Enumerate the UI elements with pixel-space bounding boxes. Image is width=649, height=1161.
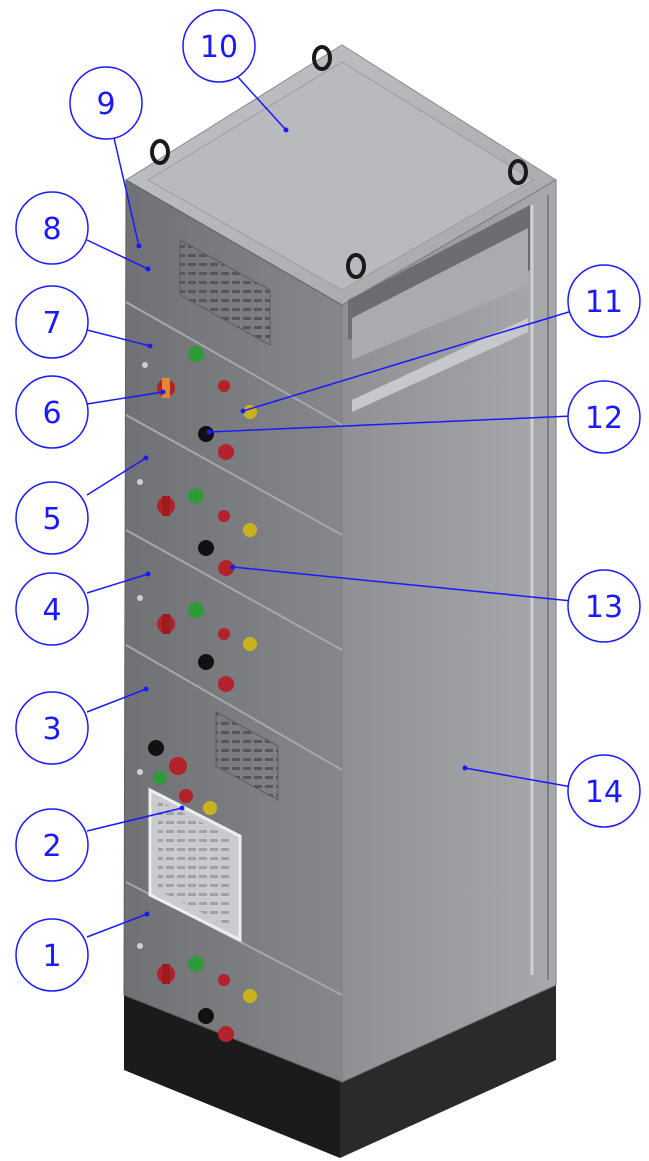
lifting-eye [508,159,528,185]
leader-dot-9 [136,243,142,249]
cabinet [123,44,557,1158]
leader-dot-13 [230,564,236,570]
leader-line-9 [113,137,140,247]
callout-circle-6 [15,375,89,449]
top-panel [125,44,557,306]
leader-dot-12 [206,429,212,435]
leader-line-12 [208,415,573,433]
callout-circle-12 [567,380,641,454]
callout-label-8: 8 [42,212,61,247]
callout-label-2: 2 [42,829,61,864]
side-panel [341,179,557,1083]
button-group [137,943,257,1042]
callout-circle-5 [15,481,89,555]
callout-label-9: 9 [96,87,115,122]
leader-line-13 [232,566,573,602]
leader-line-11 [242,310,573,412]
plinth [124,985,556,1158]
leader-dot-14 [462,765,468,771]
callout-circle-2 [15,808,89,882]
leader-line-8 [86,239,149,270]
callout-label-12: 12 [585,401,623,436]
leader-dot-8 [145,266,151,272]
callout-label-5: 5 [42,502,61,537]
callout-label-13: 13 [585,590,623,625]
leader-line-3 [86,688,147,713]
callout-circle-11 [567,264,641,338]
button-group [137,740,217,815]
callout-label-1: 1 [42,939,61,974]
leader-dot-1 [144,911,150,917]
callout-circle-3 [15,691,89,765]
leader-dot-2 [179,805,185,811]
leader-line-14 [464,767,573,788]
leader-line-1 [86,913,148,938]
button-group [137,479,257,576]
leader-dot-6 [160,389,166,395]
callout-label-7: 7 [42,306,61,341]
callout-circle-1 [15,918,89,992]
leader-dot-5 [143,455,149,461]
lifting-eye [150,139,170,165]
leader-dot-4 [145,571,151,577]
callout-label-3: 3 [42,712,61,747]
callout-circle-8 [15,191,89,265]
callout-circle-4 [15,572,89,646]
leader-line-7 [86,329,151,347]
callout-label-11: 11 [585,285,623,320]
callouts [15,9,641,992]
leader-line-10 [236,75,287,131]
leader-dot-11 [240,408,246,414]
leader-dot-10 [283,127,289,133]
leader-line-6 [86,391,164,405]
button-group [137,595,257,692]
callout-label-4: 4 [42,593,61,628]
leader-line-5 [86,457,147,496]
leader-dot-7 [147,343,153,349]
leader-line-2 [86,807,183,832]
leader-line-4 [86,573,149,594]
lifting-eye [312,45,332,71]
callout-label-6: 6 [42,396,61,431]
callout-circle-7 [15,285,89,359]
callout-label-14: 14 [585,775,623,810]
callout-circle-14 [567,754,641,828]
leader-dot-3 [143,686,149,692]
callout-circle-13 [567,569,641,643]
callout-circle-10 [182,9,256,83]
callout-circle-9 [69,66,143,140]
lifting-eye [346,253,366,279]
callout-label-10: 10 [200,30,238,65]
